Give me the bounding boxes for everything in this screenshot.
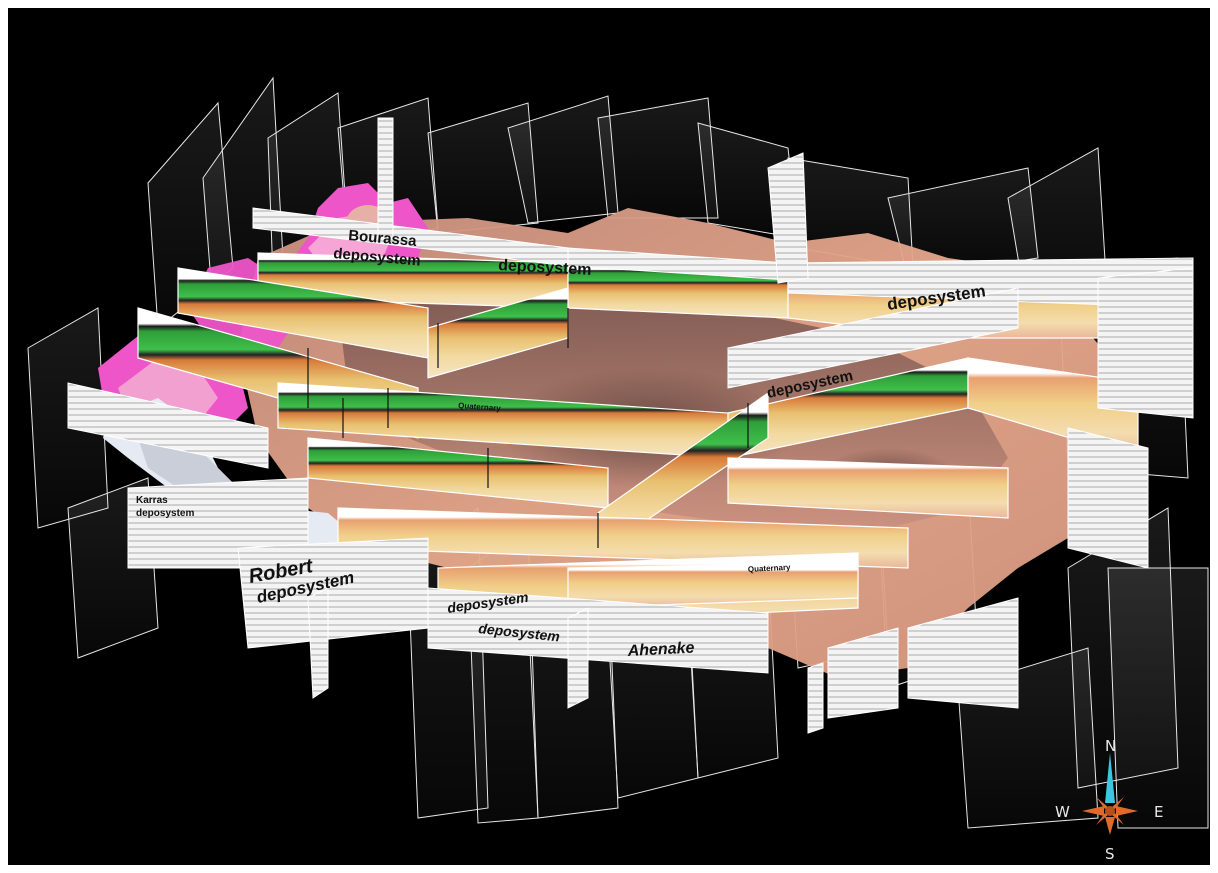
3d-viewport[interactable]: Bourassa deposystem deposystem deposyste… [8,8,1210,865]
geological-3d-scene: Bourassa deposystem deposystem deposyste… [8,8,1210,865]
compass-north-label: N [1105,737,1116,755]
compass-west-label: W [1055,803,1070,821]
label-ahenakew: Ahenake [626,640,695,661]
compass-south-label: S [1105,845,1115,863]
compass-east-label: E [1154,803,1163,821]
label-kamba: Karras [136,495,168,506]
label-kamba-sub: deposystem [136,508,194,519]
